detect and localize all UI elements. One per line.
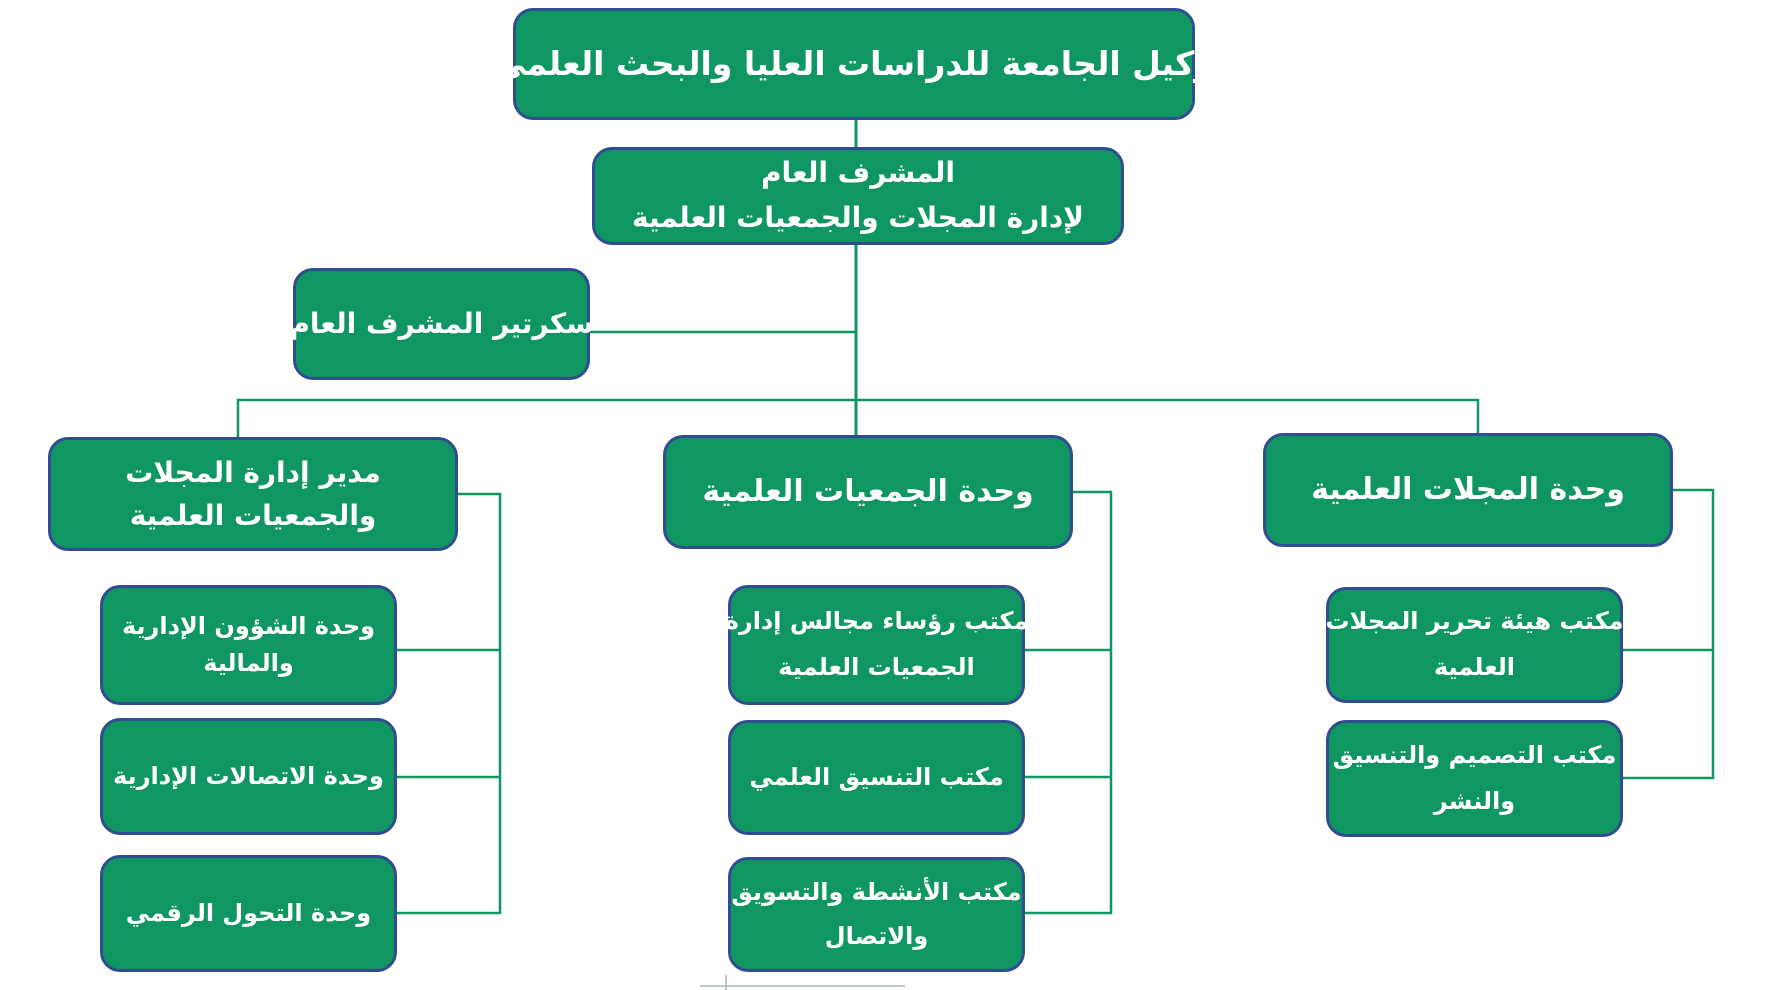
node-director-line2: والجمعيات العلمية [129,499,377,532]
node-editorial-board-line2: العلمية [1433,653,1516,681]
node-societies-unit: وحدة الجمعيات العلمية [663,435,1073,549]
node-scientific-coordination-office: مكتب التنسيق العلمي [728,720,1025,835]
bottom-artifact-line [700,975,905,990]
node-vice-rector-label: وكيل الجامعة للدراسات العليا والبحث العل… [493,44,1215,84]
node-boards-office-line2: الجمعيات العلمية [778,653,975,681]
node-secretary: سكرتير المشرف العام [289,268,594,380]
node-societies-unit-label: وحدة الجمعيات العلمية [702,473,1034,509]
node-design-publishing-line1: مكتب التصميم والتنسيق [1332,740,1617,769]
node-boards-office: مكتب رؤساء مجالس إدارة الجمعيات العلمية [725,585,1028,705]
node-admin-financial-line2: والمالية [203,649,294,677]
node-director: مدير إدارة المجلات والجمعيات العلمية [48,437,458,551]
node-editorial-board-office: مكتب هيئة تحرير المجلات العلمية [1325,587,1624,703]
node-vice-rector: وكيل الجامعة للدراسات العليا والبحث العل… [493,8,1215,120]
node-journals-unit: وحدة المجلات العلمية [1263,433,1673,547]
node-activities-marketing-line1: مكتب الأنشطة والتسويق [731,878,1022,907]
node-design-publishing-line2: والنشر [1433,786,1516,815]
node-activities-marketing-office: مكتب الأنشطة والتسويق والاتصال [728,857,1025,972]
node-scientific-coordination-label: مكتب التنسيق العلمي [749,762,1004,791]
node-activities-marketing-line2: والاتصال [824,921,929,950]
node-general-supervisor-line1: المشرف العام [760,156,956,190]
node-general-supervisor-line2: لإدارة المجلات والجمعيات العلمية [631,201,1085,234]
node-admin-financial-unit: وحدة الشؤون الإدارية والمالية [100,585,397,705]
node-admin-communications-label: وحدة الاتصالات الإدارية [113,761,384,790]
node-design-publishing-office: مكتب التصميم والتنسيق والنشر [1326,720,1623,837]
node-director-line1: مدير إدارة المجلات [125,455,381,489]
node-admin-financial-line1: وحدة الشؤون الإدارية [121,611,376,640]
node-boards-office-line1: مكتب رؤساء مجالس إدارة [724,607,1029,636]
node-general-supervisor: المشرف العام لإدارة المجلات والجمعيات ال… [592,147,1124,245]
node-secretary-label: سكرتير المشرف العام [289,307,594,341]
node-editorial-board-line1: مكتب هيئة تحرير المجلات [1325,607,1624,636]
node-digital-transformation-label: وحدة التحول الرقمي [125,898,372,927]
node-digital-transformation-unit: وحدة التحول الرقمي [100,855,397,972]
node-journals-unit-label: وحدة المجلات العلمية [1311,471,1625,507]
node-admin-communications-unit: وحدة الاتصالات الإدارية [100,718,397,835]
